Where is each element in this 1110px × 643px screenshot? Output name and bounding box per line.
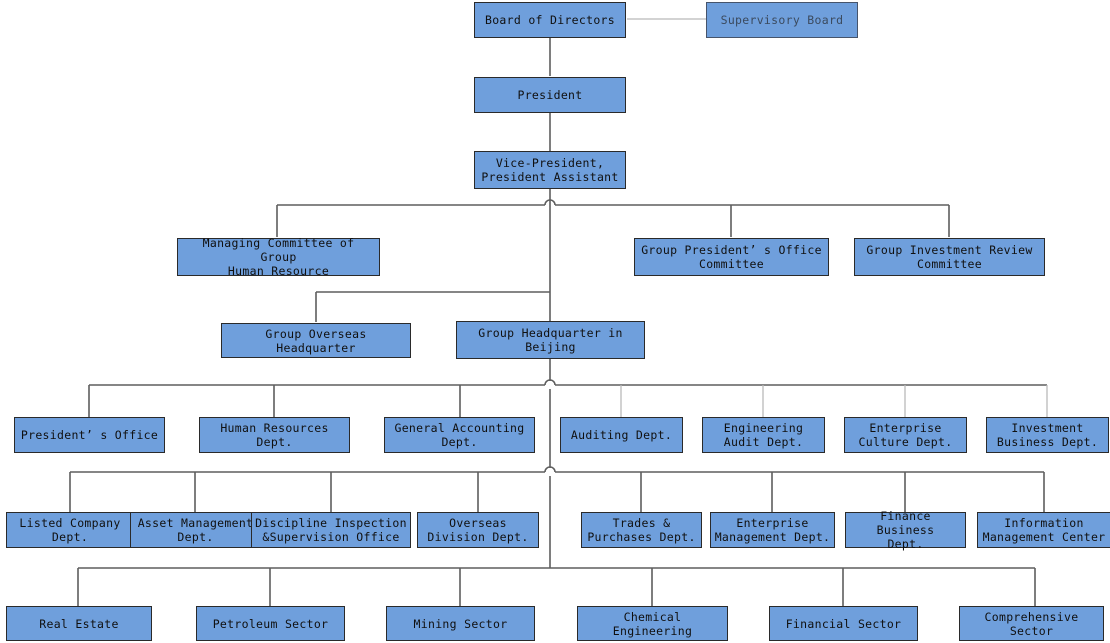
node-managing-committee-hr[interactable]: Managing Committee of Group Human Resour… <box>177 236 380 278</box>
node-supervisory-board[interactable]: Supervisory Board <box>706 2 858 38</box>
sector-node[interactable]: Comprehensive Sector <box>959 606 1104 641</box>
department-node[interactable]: Trades & Purchases Dept. <box>581 512 702 548</box>
department-node[interactable]: Finance Business Dept. <box>845 509 966 551</box>
node-group-headquarter-beijing[interactable]: Group Headquarter in Beijing <box>456 321 645 359</box>
department-node[interactable]: General Accounting Dept. <box>384 417 535 453</box>
department-node[interactable]: President’ s Office <box>14 417 165 453</box>
sector-node[interactable]: Financial Sector <box>769 606 918 641</box>
sector-node[interactable]: Chemical Engineering <box>577 606 728 641</box>
department-node[interactable]: Enterprise Culture Dept. <box>844 417 967 453</box>
department-node[interactable]: Information Management Center <box>977 512 1110 548</box>
sector-node[interactable]: Petroleum Sector <box>196 606 345 641</box>
sector-node[interactable]: Mining Sector <box>386 606 535 641</box>
node-vice-president[interactable]: Vice-President, President Assistant <box>474 151 626 189</box>
department-node[interactable]: Investment Business Dept. <box>986 417 1109 453</box>
node-president[interactable]: President <box>474 77 626 113</box>
department-node[interactable]: Engineering Audit Dept. <box>702 417 825 453</box>
department-node[interactable]: Human Resources Dept. <box>199 417 350 453</box>
node-group-presidents-office-committee[interactable]: Group President’ s Office Committee <box>634 238 829 276</box>
node-group-overseas-headquarter[interactable]: Group Overseas Headquarter <box>221 323 411 358</box>
department-node[interactable]: Discipline Inspection &Supervision Offic… <box>251 512 411 548</box>
department-node[interactable]: Overseas Division Dept. <box>417 512 539 548</box>
department-node[interactable]: Listed Company Dept. <box>6 512 134 548</box>
department-node[interactable]: Enterprise Management Dept. <box>710 512 835 548</box>
department-node[interactable]: Auditing Dept. <box>560 417 683 453</box>
department-node[interactable]: Asset Management Dept. <box>130 512 261 548</box>
node-board-of-directors[interactable]: Board of Directors <box>474 2 626 38</box>
sector-node[interactable]: Real Estate <box>6 606 152 641</box>
node-group-investment-review-committee[interactable]: Group Investment Review Committee <box>854 238 1045 276</box>
